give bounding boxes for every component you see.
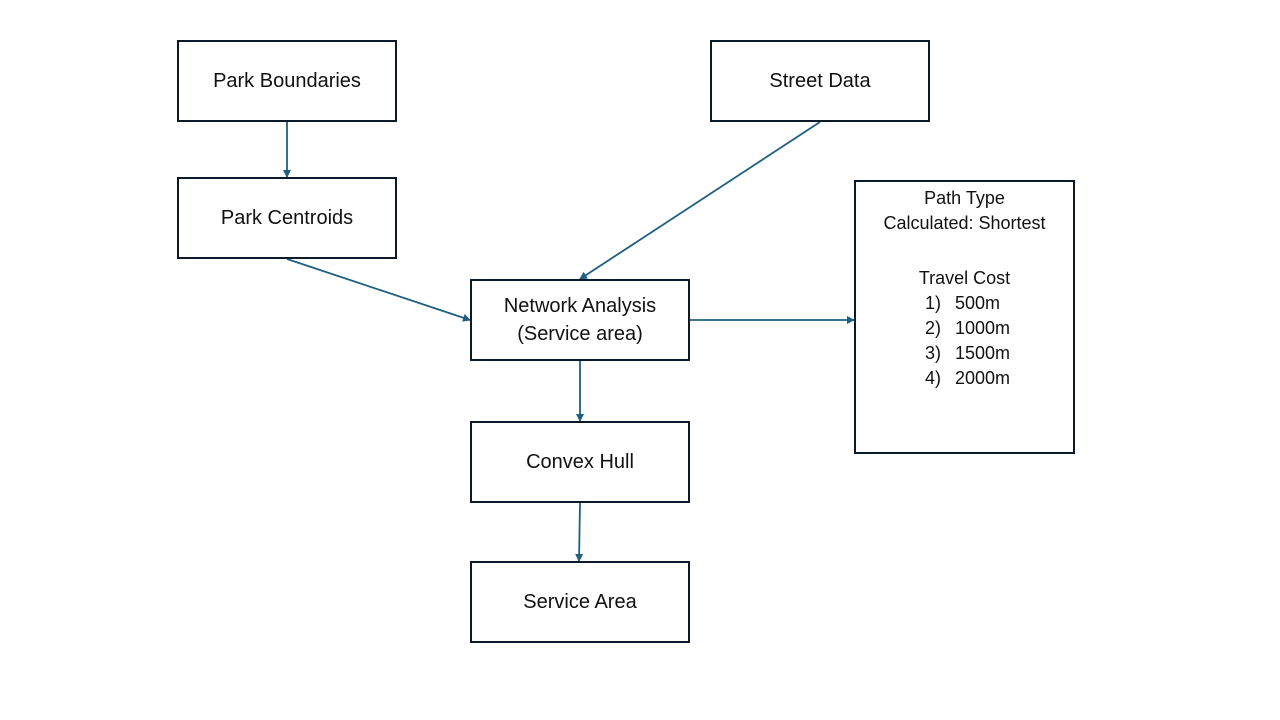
park-boundaries-node: Park Boundaries <box>177 40 397 122</box>
service-area-label: Service Area <box>523 591 637 613</box>
travel-cost-label: Travel Cost <box>918 268 1011 288</box>
street-data-label: Street Data <box>769 70 871 92</box>
travel-cost-value: 1000m <box>954 318 1011 338</box>
parameters-box: Path Type Calculated: Shortest Travel Co… <box>854 180 1075 454</box>
network-analysis-label: Network Analysis <box>503 295 657 317</box>
service-area-node: Service Area <box>470 561 690 643</box>
travel-cost-item: 4) 2000m <box>919 366 1010 391</box>
path-type-label: Path Type <box>924 188 1005 208</box>
travel-cost-value: 1500m <box>954 343 1011 363</box>
park-centroids-label: Park Centroids <box>220 207 354 229</box>
travel-cost-number: 2) <box>924 318 941 338</box>
street-data-node: Street Data <box>710 40 930 122</box>
network-analysis-sublabel: (Service area) <box>517 323 643 345</box>
convex-hull-node: Convex Hull <box>470 421 690 503</box>
travel-cost-item: 2) 1000m <box>919 316 1010 341</box>
park-centroids-node: Park Centroids <box>177 177 397 259</box>
travel-cost-item: 1) 500m <box>919 291 1010 316</box>
network-analysis-node: Network Analysis (Service area) <box>470 279 690 361</box>
travel-cost-number: 3) <box>924 343 941 363</box>
arrow-convex-to-service <box>575 502 584 562</box>
travel-cost-list: 1) 500m 2) 1000m 3) 1500m 4) 2000m <box>919 291 1010 391</box>
park-boundaries-label: Park Boundaries <box>213 70 361 92</box>
travel-cost-value: 2000m <box>954 368 1011 388</box>
path-type-value: Calculated: Shortest <box>883 213 1046 233</box>
travel-cost-item: 3) 1500m <box>919 341 1010 366</box>
travel-cost-number: 1) <box>924 293 941 313</box>
convex-hull-label: Convex Hull <box>526 451 634 473</box>
travel-cost-value: 500m <box>954 293 1000 313</box>
arrow-street-to-network <box>579 121 821 280</box>
arrow-centroids-to-network <box>286 258 471 322</box>
travel-cost-number: 4) <box>924 368 941 388</box>
